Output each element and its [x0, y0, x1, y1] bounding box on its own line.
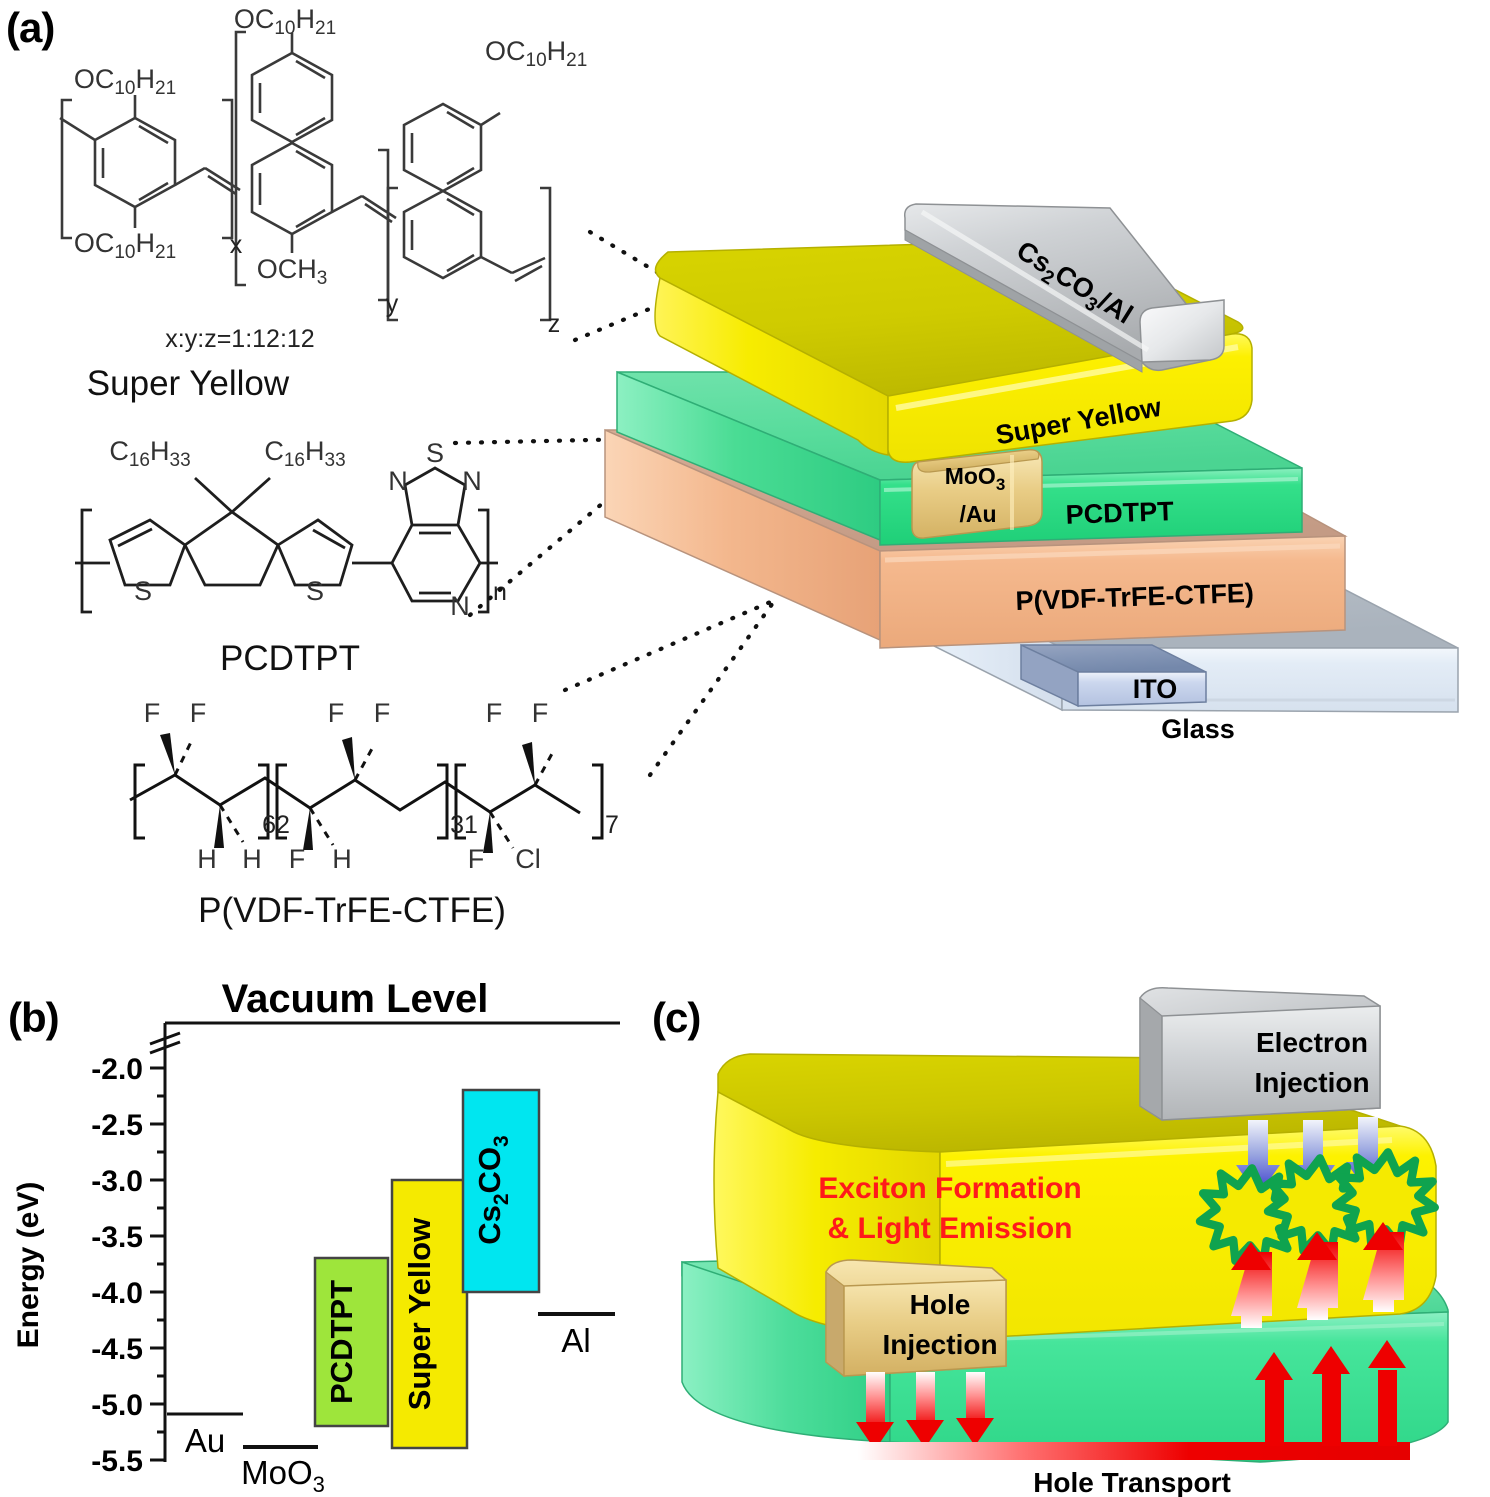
panel-b-letter: (b) — [8, 994, 60, 1041]
bar-cs2co3: Cs2CO3 — [461, 1088, 541, 1294]
svg-text:C16H33: C16H33 — [109, 436, 190, 471]
layer-cs2co3-al — [903, 203, 1225, 373]
hole-injection-line2: Injection — [882, 1329, 997, 1360]
molecule-pvdf — [129, 733, 604, 853]
level-moo3: MoO3 — [241, 1445, 325, 1497]
svg-text:x: x — [230, 231, 243, 259]
hole-arrows-into-emissive — [1231, 1232, 1404, 1328]
tick-label: -2.0 — [91, 1053, 143, 1086]
bar-super-yellow-label: Super Yellow — [402, 1217, 437, 1410]
svg-text:F: F — [374, 698, 391, 728]
svg-text:z: z — [548, 310, 561, 338]
svg-text:OC10H21: OC10H21 — [74, 64, 176, 99]
svg-text:S: S — [426, 438, 444, 468]
tick-label: -4.0 — [91, 1277, 143, 1310]
label-glass: Glass — [1161, 714, 1235, 744]
hole-transport-path — [858, 1340, 1410, 1460]
electron-injection-line2: Injection — [1254, 1067, 1369, 1098]
level-al: Al — [538, 1312, 615, 1359]
svg-text:F: F — [144, 698, 161, 728]
svg-text:F: F — [289, 844, 306, 874]
svg-text:F: F — [468, 844, 485, 874]
layer-moo3-au — [911, 449, 1043, 539]
panel-a: OC10H21 OC10H21 OC10H21 OCH3 OC10H21 x y… — [59, 4, 1459, 930]
svg-text:F: F — [486, 698, 503, 728]
tick-label: -2.5 — [91, 1109, 143, 1142]
bar-super-yellow: Super Yellow — [390, 1178, 469, 1450]
y-axis-title: Energy (eV) — [12, 1182, 45, 1349]
svg-text:F: F — [190, 698, 207, 728]
tick-label: -3.0 — [91, 1165, 143, 1198]
molecule-pcdtpt — [75, 466, 498, 614]
electron-injection-line1: Electron — [1256, 1027, 1368, 1058]
vacuum-level-title: Vacuum Level — [222, 980, 489, 1021]
svg-text:y: y — [386, 290, 399, 318]
tick-label: -3.5 — [91, 1221, 143, 1254]
pvdf-name: P(VDF-TrFE-CTFE) — [198, 891, 506, 930]
device-stack-diagram: Glass ITO P(VDF-TrFE-CTFE) PCDTPT — [604, 203, 1459, 744]
y-axis-minor-ticks — [157, 1094, 165, 1434]
svg-text:OC10H21: OC10H21 — [74, 228, 176, 263]
tick-label: -5.5 — [91, 1445, 143, 1478]
level-al-label: Al — [561, 1322, 590, 1359]
level-au: Au — [167, 1412, 243, 1459]
exciton-starbursts — [1195, 1148, 1439, 1267]
svg-text:N: N — [462, 466, 482, 496]
bar-pcdtpt: PCDTPT — [313, 1256, 390, 1428]
level-au-label: Au — [185, 1422, 225, 1459]
svg-text:S: S — [306, 576, 324, 606]
label-pcdtpt: PCDTPT — [1065, 496, 1174, 530]
bar-cs2co3-label: Cs2CO3 — [472, 1135, 513, 1245]
panel-a-letter: (a) — [6, 4, 55, 51]
super-yellow-name: Super Yellow — [87, 364, 290, 403]
svg-text:S: S — [134, 576, 152, 606]
panel-c-mechanism: Electron Injection Exciton Formation & L… — [681, 986, 1449, 1497]
bar-pcdtpt-label: PCDTPT — [324, 1280, 359, 1404]
label-moo3: MoO3 — [945, 463, 1006, 494]
svg-text:H: H — [332, 844, 352, 874]
tick-label: -4.5 — [91, 1333, 143, 1366]
molecule-pvdf-labels: F F H H F F F H F F F Cl 62 31 7 — [144, 698, 619, 874]
hole-transport-label: Hole Transport — [1033, 1467, 1231, 1497]
mech-electron-injection-electrode — [1139, 986, 1381, 1122]
svg-text:F: F — [532, 698, 549, 728]
mech-hole-injection-electrode — [825, 1259, 1007, 1378]
svg-text:62: 62 — [262, 811, 290, 839]
axis-break-icon — [149, 1031, 181, 1055]
layer-ito — [1020, 643, 1207, 708]
tick-label: -5.0 — [91, 1389, 143, 1422]
svg-text:H: H — [197, 844, 217, 874]
exciton-line1: Exciton Formation — [818, 1172, 1081, 1205]
svg-text:OC10H21: OC10H21 — [234, 4, 336, 39]
y-axis-tick-labels: -2.0 -2.5 -3.0 -3.5 -4.0 -4.5 -5.0 -5.5 — [91, 1053, 143, 1478]
molecule-super-yellow — [59, 30, 552, 322]
svg-text:Cl: Cl — [515, 844, 541, 874]
svg-text:H: H — [242, 844, 262, 874]
level-moo3-label: MoO3 — [241, 1454, 325, 1497]
svg-text:N: N — [450, 591, 470, 621]
exciton-line2: & Light Emission — [827, 1212, 1072, 1245]
molecule-super-yellow-labels: OC10H21 OC10H21 OC10H21 OCH3 OC10H21 x y… — [74, 4, 587, 338]
svg-text:OCH3: OCH3 — [257, 254, 328, 289]
hole-arrow-heads-up — [1231, 1222, 1403, 1270]
label-ito: ITO — [1133, 674, 1178, 704]
svg-text:N: N — [388, 466, 408, 496]
super-yellow-ratio: x:y:z=1:12:12 — [165, 325, 314, 353]
panel-b-energy-diagram: Vacuum Level -2.0 -2.5 -3.0 -3.5 -4.0 -4… — [12, 980, 620, 1497]
panel-c-letter: (c) — [652, 994, 701, 1041]
svg-text:7: 7 — [605, 811, 619, 839]
svg-text:n: n — [493, 578, 507, 606]
svg-text:F: F — [328, 698, 345, 728]
svg-text:31: 31 — [450, 811, 478, 839]
pcdtpt-name: PCDTPT — [220, 639, 360, 678]
y-axis-ticks — [150, 1066, 165, 1462]
label-au: /Au — [959, 501, 996, 527]
hole-injection-line1: Hole — [910, 1289, 971, 1320]
hole-arrows-down — [856, 1372, 994, 1450]
svg-text:C16H33: C16H33 — [264, 436, 345, 471]
svg-text:OC10H21: OC10H21 — [485, 36, 587, 71]
